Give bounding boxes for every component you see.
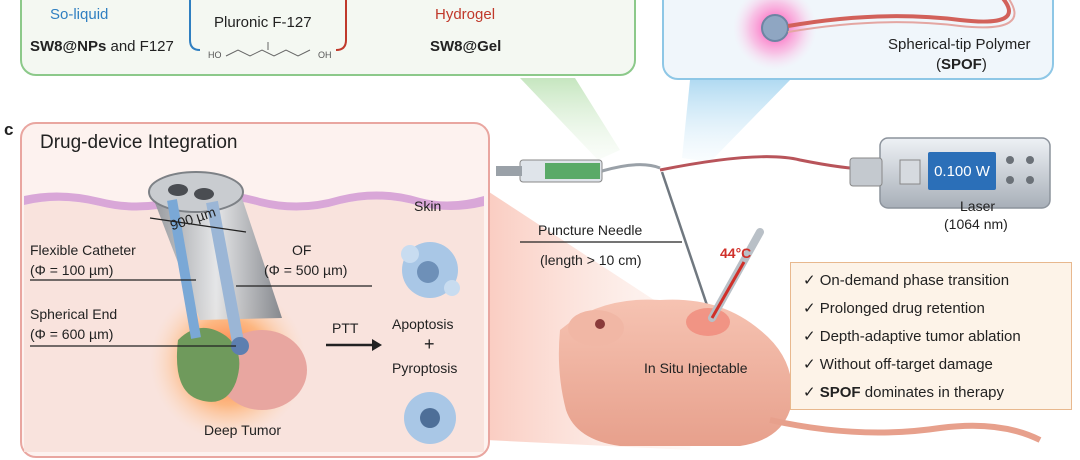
benefit-item: ✓ SPOF dominates in therapy bbox=[803, 384, 1005, 401]
temperature-label: 44°C bbox=[720, 245, 752, 261]
hydrogel-label: Hydrogel bbox=[435, 6, 496, 23]
pyroptosis-label: Pyroptosis bbox=[392, 360, 458, 376]
panel-formulation bbox=[20, 0, 636, 76]
panel-letter: c bbox=[4, 120, 14, 139]
spherical-label: Spherical End bbox=[30, 306, 118, 322]
needle-length: (length > 10 cm) bbox=[540, 252, 642, 268]
benefit-item: ✓ Depth-adaptive tumor ablation bbox=[803, 328, 1021, 345]
panel-spof bbox=[662, 0, 1054, 80]
apoptosis-label: Apoptosis bbox=[392, 316, 454, 332]
deep-tumor-label: Deep Tumor bbox=[204, 422, 282, 438]
green-beam bbox=[520, 78, 620, 160]
pluronic-label: Pluronic F-127 bbox=[214, 14, 312, 31]
catheter-label: Flexible Catheter bbox=[30, 242, 136, 258]
skin-label: Skin bbox=[414, 198, 442, 214]
formula-right: OH bbox=[318, 50, 332, 60]
laser-label: Laser bbox=[960, 198, 996, 214]
laser-wavelength: (1064 nm) bbox=[944, 216, 1008, 232]
syringe bbox=[496, 159, 661, 183]
benefit-item: ✓ Prolonged drug retention bbox=[803, 300, 985, 317]
blue-beam bbox=[682, 80, 790, 162]
catheter-size: (Φ = 100 µm) bbox=[30, 262, 114, 278]
plus-sign: + bbox=[424, 334, 435, 354]
ptt-label: PTT bbox=[332, 320, 359, 336]
of-size: (Φ = 500 µm) bbox=[264, 262, 348, 278]
spof-line1: Spherical-tip Polymer bbox=[888, 36, 1031, 53]
needle-label: Puncture Needle bbox=[538, 222, 643, 238]
sw8-nps-label: SW8@NPs and F127 bbox=[30, 38, 174, 55]
panel-title: Drug-device Integration bbox=[40, 132, 238, 153]
spof-line2: (SPOF) bbox=[936, 56, 987, 73]
mouse bbox=[558, 299, 1042, 446]
in-situ-label: In Situ Injectable bbox=[644, 360, 748, 376]
benefit-item: ✓ On-demand phase transition bbox=[803, 272, 1010, 289]
sw8-gel-label: SW8@Gel bbox=[430, 38, 502, 55]
laser-display: 0.100 W bbox=[928, 152, 996, 190]
benefits-panel: ✓ On-demand phase transition ✓ Prolonged… bbox=[790, 262, 1072, 410]
puncture-needle bbox=[660, 171, 714, 321]
thermometer bbox=[708, 228, 764, 322]
spherical-size: (Φ = 600 µm) bbox=[30, 326, 114, 342]
of-label: OF bbox=[292, 242, 312, 258]
benefit-item: ✓ Without off-target damage bbox=[803, 356, 993, 373]
formula-left: HO bbox=[208, 50, 222, 60]
so-liquid-label: So-liquid bbox=[50, 6, 109, 23]
